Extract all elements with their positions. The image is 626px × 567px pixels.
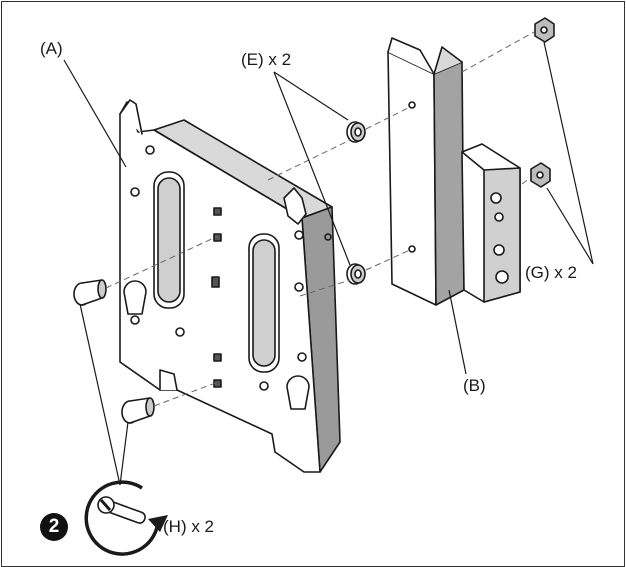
mounting-plate-a bbox=[119, 99, 341, 473]
step-number-badge: 2 bbox=[40, 513, 68, 541]
label-nuts-g: (G) x 2 bbox=[525, 263, 577, 282]
bracket-b bbox=[387, 37, 521, 306]
rotate-clockwise-icon bbox=[84, 480, 168, 556]
label-washers-e: (E) x 2 bbox=[241, 50, 292, 69]
leader-lines bbox=[63, 41, 594, 486]
nuts-g bbox=[530, 17, 555, 188]
wrench-icon bbox=[97, 496, 146, 524]
label-part-a: (A) bbox=[40, 39, 63, 58]
label-bracket-b: (B) bbox=[463, 376, 486, 395]
washers-e bbox=[346, 121, 366, 285]
label-screws-h: (H) x 2 bbox=[163, 517, 214, 536]
screws-h bbox=[73, 279, 155, 424]
